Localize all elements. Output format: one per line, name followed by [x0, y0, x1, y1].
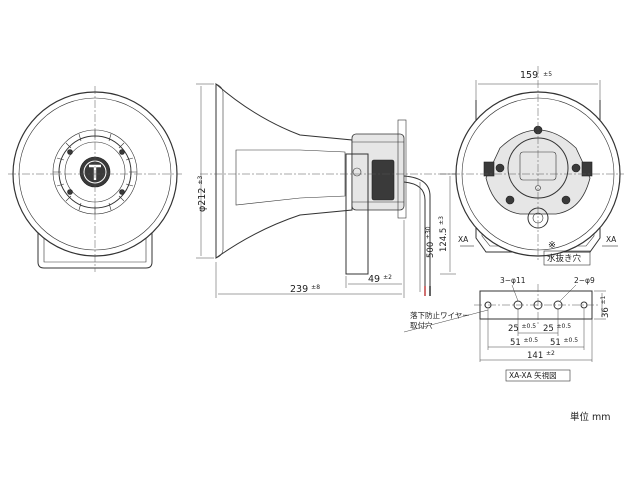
dim-bell-diameter: φ212 ±3 [197, 176, 208, 212]
dim-cable-length: 500 ±30 [425, 226, 436, 258]
dim-pitch-a: 25 ±0.5 [508, 323, 536, 334]
dim-pitch-b: 25 ±0.5 [543, 323, 571, 334]
drain-hole-label: 水抜き穴 [547, 253, 582, 264]
drain-mark: ※ [548, 240, 556, 251]
holes-2-label: 2−φ9 [574, 276, 595, 285]
section-mark-left: XA [458, 235, 469, 244]
side-view: φ212 ±3 239 ±8 49 ±2 500 ±30 124.5 ±3 [196, 82, 456, 298]
holes-3-label: 3−φ11 [500, 276, 526, 285]
dim-plate-width: 141 ±2 [527, 350, 555, 361]
unit-label: 単位 mm [570, 411, 611, 423]
dim-pitch-c: 51 ±0.5 [510, 337, 538, 348]
side-bracket [345, 153, 369, 275]
dim-bracket-offset: 49 ±2 [368, 274, 392, 285]
side-cable [403, 175, 431, 292]
dim-total-length: 239 ±8 [290, 284, 320, 295]
side-horn [215, 82, 353, 259]
wire-hole-label-2: 取付穴 [410, 320, 433, 330]
dim-pitch-d: 51 ±0.5 [550, 337, 578, 348]
rear-view: 159 ±5 XA XA ※ 水抜き穴 [452, 66, 624, 266]
plate-view: 3−φ11 2−φ9 36 ±1 25 ±0.5 25 ±0.5 5 [474, 276, 611, 382]
dim-height-to-center: 124.5 ±3 [438, 216, 449, 252]
wire-hole-label-1: 落下防止ワイヤー [410, 310, 470, 320]
section-mark-right: XA [606, 235, 617, 244]
front-view [8, 86, 182, 272]
view-caption: XA-XA 矢視図 [509, 370, 557, 380]
dim-width-top: 159 ±5 [520, 70, 552, 81]
dim-plate-height: 36 ±1 [600, 295, 611, 318]
